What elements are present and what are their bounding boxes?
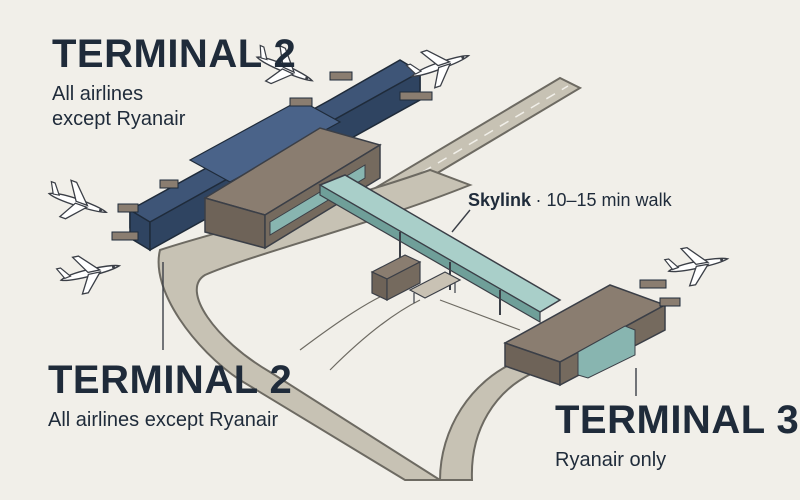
terminal-2-top-line1: All airlines	[52, 83, 144, 105]
access-road-t3	[438, 358, 537, 481]
terminal-2-top-line2: except Ryanair	[52, 108, 186, 130]
terminal-3-subtitle: Ryanair only	[555, 449, 667, 471]
terminal-3-title: TERMINAL 3	[555, 398, 800, 442]
skylink-label: Skylink · 10–15 min walk	[468, 190, 672, 211]
airplane-icon	[662, 240, 732, 290]
leader-line-skylink	[451, 209, 471, 233]
skylink-detail: · 10–15 min walk	[535, 190, 672, 210]
terminal-3-building	[503, 279, 681, 387]
service-building	[370, 254, 462, 303]
skylink-walkway	[318, 174, 562, 324]
terminal-2-bottom-title: TERMINAL 2	[48, 358, 293, 402]
terminal-3-label: TERMINAL 3 Ryanair only	[555, 400, 799, 473]
airplane-icon	[54, 247, 125, 299]
terminal-2-bottom-label: TERMINAL 2 All airlines except Ryanair	[48, 360, 292, 433]
terminal-2-top-title: TERMINAL 2	[52, 32, 297, 76]
terminal-2-bottom-subtitle: All airlines except Ryanair	[48, 409, 279, 431]
skylink-name: Skylink	[468, 190, 532, 210]
terminal-2-top-label: TERMINAL 2 All airlines except Ryanair	[52, 34, 296, 132]
airplane-icon	[40, 173, 114, 232]
